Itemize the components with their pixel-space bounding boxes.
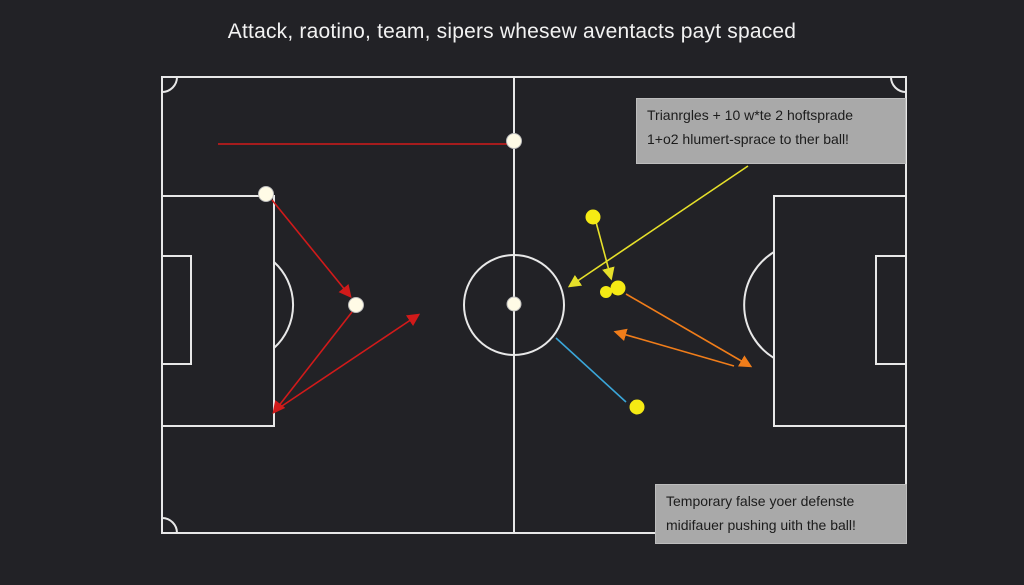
yellow-arrow-short [595, 221, 615, 281]
annotation-bottom-line-1: Temporary false yoer defenste [666, 493, 855, 509]
annotation-top-line-1: Trianrgles + 10 w*te 2 hoftsprade [647, 107, 854, 123]
yellow-player-pair-a [600, 286, 612, 298]
right-goal-box [875, 255, 907, 365]
diagram-title: Attack, raotino, team, sipers whesew ave… [227, 20, 797, 43]
red-arrow-forward [275, 313, 421, 411]
yellow-arrow-callout [567, 165, 749, 288]
left-penalty-arc [273, 261, 295, 349]
annotation-top-line-2: 1+o2 hlumert-sprace to ther ball! [647, 131, 849, 147]
corner-arc-top-left [161, 76, 178, 93]
left-goal-box [161, 255, 192, 365]
yellow-player-top [585, 209, 601, 225]
center-circle [463, 254, 565, 356]
left-penalty-box [161, 195, 275, 427]
annotation-bottom-line-2: midifauer pushing uith the ball! [666, 517, 856, 533]
white-player-center-top [506, 133, 522, 149]
orange-arrow-back [613, 328, 735, 367]
white-player-center-spot [506, 296, 522, 312]
annotation-bottom-box: Temporary false yoer defenste midifauer … [655, 484, 907, 544]
annotation-top-box: Trianrgles + 10 w*te 2 hoftsprade 1+o2 h… [636, 98, 906, 164]
yellow-player-bottom [629, 399, 645, 415]
white-player-left-top [258, 186, 274, 202]
red-arrow-to-corner [272, 311, 353, 415]
right-penalty-arc [743, 251, 775, 359]
orange-arrow-forward [625, 293, 753, 368]
blue-run-line [555, 337, 627, 403]
white-player-left-mid [348, 297, 364, 313]
yellow-player-pair-b [610, 280, 626, 296]
right-penalty-box [773, 195, 907, 427]
corner-arc-bottom-left [161, 517, 178, 534]
red-arrow-diagonal-down [271, 199, 352, 298]
corner-arc-top-right [890, 76, 907, 93]
